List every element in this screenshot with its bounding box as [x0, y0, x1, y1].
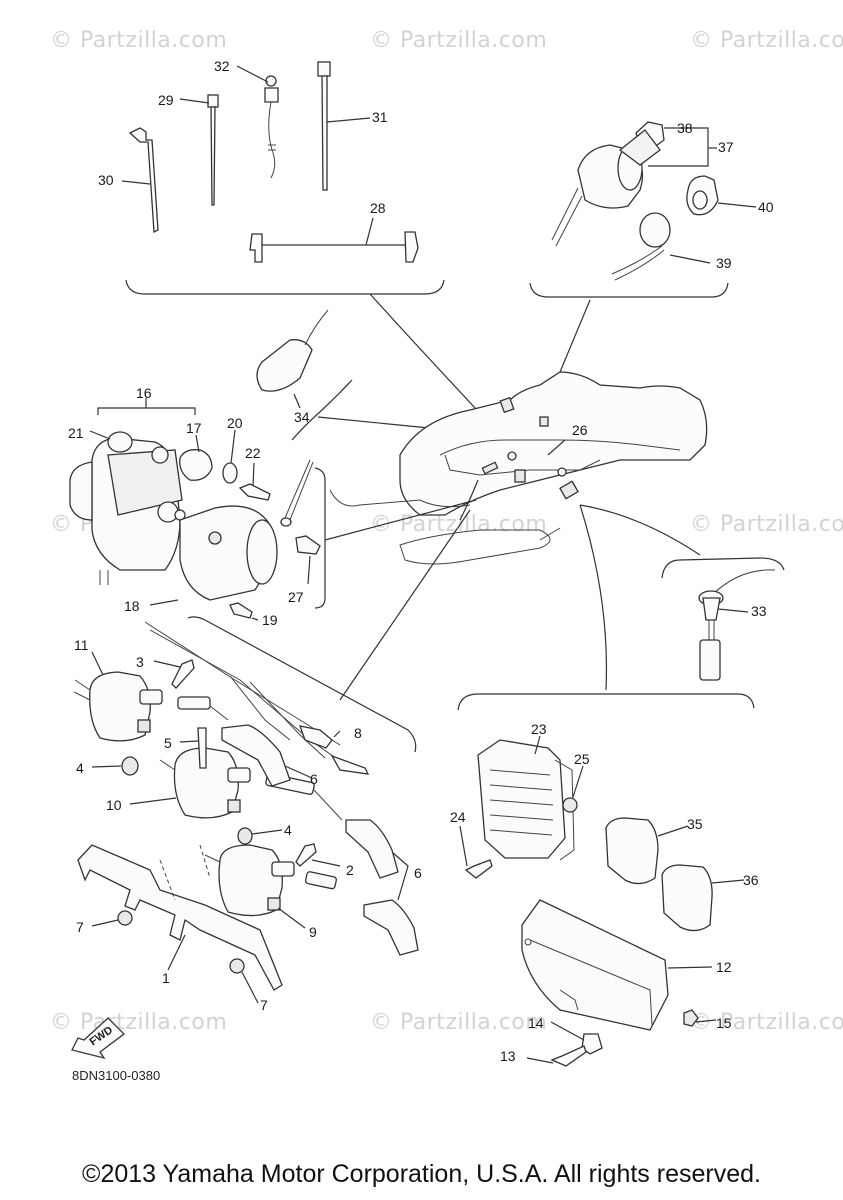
part-31-cable-tie: [317, 61, 371, 191]
callout-11: 11: [74, 637, 89, 653]
callout-1: 1: [162, 970, 170, 986]
callout-3: 3: [136, 654, 144, 670]
part-15-nut: [683, 1009, 717, 1027]
callout-22: 22: [245, 445, 261, 461]
part-9-ignition-coil: [204, 844, 337, 929]
group-bracket-fasteners: [125, 279, 445, 295]
callout-27: 27: [288, 589, 304, 605]
part-24-bolt: [459, 825, 493, 879]
callout-12: 12: [716, 959, 732, 975]
part-3-bolt: [153, 659, 195, 689]
callout-39: 39: [716, 255, 732, 271]
callout-7b: 7: [260, 997, 268, 1013]
watermark: © Partzilla.com: [370, 1010, 548, 1035]
snowmobile-outline: [329, 371, 708, 565]
callout-16: 16: [136, 385, 152, 401]
part-28-band: [249, 217, 419, 263]
part-32-clamp-band: [236, 65, 279, 179]
callout-36: 36: [743, 872, 759, 888]
callout-25: 25: [574, 751, 590, 767]
callout-18: 18: [124, 598, 140, 614]
part-10-ignition-coil: [129, 747, 315, 819]
group-bracket-switches: [529, 282, 729, 298]
watermark: © Partzilla.com: [690, 1010, 843, 1035]
part-25-nut: [562, 765, 584, 813]
watermark: © Partzilla.com: [50, 1010, 228, 1035]
callout-24: 24: [450, 809, 466, 825]
part-27-bolt-lead: [280, 459, 477, 609]
callout-5: 5: [164, 735, 172, 751]
part-6-plug-cap: [221, 724, 419, 956]
part-16-motor-assembly: [69, 398, 278, 621]
part-35-cover: [605, 817, 689, 885]
callout-13: 13: [500, 1048, 516, 1064]
diagram-code: 8DN3100-0380: [72, 1068, 161, 1083]
callout-28: 28: [370, 200, 386, 216]
part-36-cover: [661, 864, 745, 932]
callout-21: 21: [68, 425, 84, 441]
callout-6a: 6: [310, 771, 318, 787]
part-33-sensor: [698, 569, 776, 681]
callout-9: 9: [309, 924, 317, 940]
part-11-ignition-coil: [73, 651, 211, 742]
callout-37: 37: [718, 139, 734, 155]
callout-29: 29: [158, 92, 174, 108]
callout-14: 14: [528, 1015, 544, 1031]
callout-35: 35: [687, 816, 703, 832]
callout-38: 38: [677, 120, 693, 136]
watermark: © Partzilla.com: [690, 28, 843, 53]
part-7-nut: [91, 910, 259, 1004]
part-37-main-switch: [551, 121, 717, 247]
callout-17: 17: [186, 420, 202, 436]
part-29-cable-tie: [179, 94, 219, 206]
callout-20: 20: [227, 415, 243, 431]
callout-32: 32: [214, 58, 230, 74]
part-5-tie: [179, 727, 207, 769]
callout-40: 40: [758, 199, 774, 215]
part-23-rectifier: [477, 735, 575, 861]
fwd-arrow-icon: FWD: [71, 1017, 125, 1060]
callout-4b: 4: [284, 822, 292, 838]
callout-31: 31: [372, 109, 388, 125]
callout-8: 8: [354, 725, 362, 741]
callout-19: 19: [262, 612, 278, 628]
part-14-washer: [550, 1021, 603, 1055]
callout-2: 2: [346, 862, 354, 878]
part-4-collar: [91, 756, 283, 845]
copyright-notice: ©2013 Yamaha Motor Corporation, U.S.A. A…: [82, 1160, 761, 1188]
watermark: © Partzilla.com: [690, 512, 843, 537]
part-12-cdi-unit: [521, 899, 713, 1031]
watermark: © Partzilla.com: [50, 28, 228, 53]
part-30-bracket: [121, 127, 159, 234]
part-34-condenser: [256, 309, 471, 441]
part-13-bolt: [526, 1045, 587, 1067]
part-1-bracket: [77, 844, 283, 991]
part-2-bolt: [295, 843, 341, 867]
callout-15: 15: [716, 1015, 732, 1031]
watermark: © Partzilla.com: [370, 28, 548, 53]
callout-34: 34: [294, 409, 310, 425]
part-39-switch: [611, 212, 711, 281]
callout-10: 10: [106, 797, 122, 813]
part-40-ring: [686, 175, 757, 216]
part-8-harness-bracket: [144, 509, 471, 775]
callout-7a: 7: [76, 919, 84, 935]
callout-26: 26: [572, 422, 588, 438]
callout-33: 33: [751, 603, 767, 619]
callout-6b: 6: [414, 865, 422, 881]
callout-4a: 4: [76, 760, 84, 776]
callout-30: 30: [98, 172, 114, 188]
callout-23: 23: [531, 721, 547, 737]
